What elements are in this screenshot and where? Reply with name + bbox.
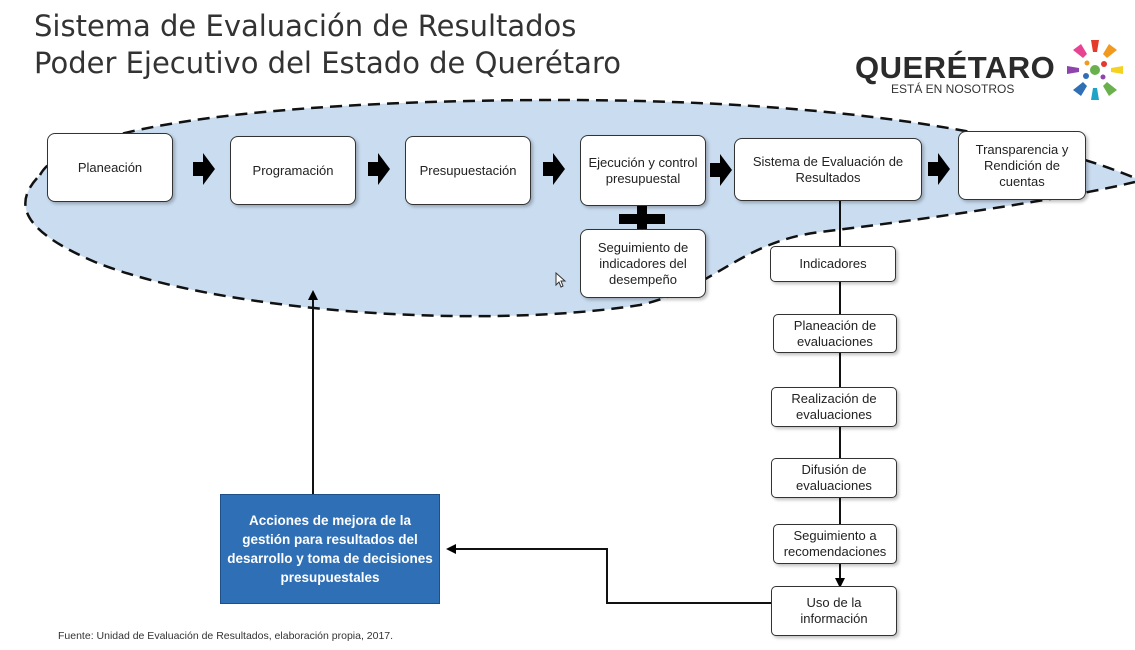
- title-line-1: Sistema de Evaluación de Resultados: [34, 9, 577, 43]
- step-planeacion: Planeación: [47, 133, 173, 202]
- step-ejecucion: Ejecución y control presupuestal: [580, 135, 706, 206]
- chain-seguimiento-recomendaciones: Seguimiento a recomendaciones: [773, 524, 897, 564]
- page-title: Sistema de Evaluación de Resultados Pode…: [34, 8, 621, 82]
- process-arrows: [193, 153, 950, 186]
- chain-planeacion-evaluaciones: Planeación de evaluaciones: [773, 314, 897, 353]
- mouse-cursor-icon: [555, 272, 567, 288]
- step-presupuestacion: Presupuestación: [405, 136, 531, 205]
- step-programacion: Programación: [230, 136, 356, 205]
- feedback-box-acciones-mejora: Acciones de mejora de la gestión para re…: [220, 494, 440, 604]
- feedback-connector: [446, 544, 771, 604]
- arrow-ejecucion-sistema: [710, 154, 732, 186]
- chain-difusion-evaluaciones: Difusión de evaluaciones: [771, 458, 897, 498]
- logo-tagline: ESTÁ EN NOSOTROS: [891, 82, 1015, 96]
- title-line-2: Poder Ejecutivo del Estado de Querétaro: [34, 46, 621, 80]
- logo-name: QUERÉTARO: [855, 50, 1056, 85]
- chain-indicadores: Indicadores: [770, 246, 896, 282]
- arrow-programacion-presupuestacion: [368, 153, 390, 185]
- source-note: Fuente: Unidad de Evaluación de Resultad…: [58, 630, 394, 642]
- step-seguimiento-indicadores: Seguimiento de indicadores del desempeño: [580, 229, 706, 298]
- arrow-planeacion-programacion: [193, 153, 215, 185]
- queretaro-logo: QUERÉTARO ESTÁ EN NOSOTROS: [855, 32, 1135, 107]
- plus-icon: [619, 205, 665, 233]
- chain-uso-informacion: Uso de la información: [771, 586, 897, 636]
- arrow-sistema-transparencia: [928, 153, 950, 185]
- step-sistema-evaluacion: Sistema de Evaluación de Resultados: [734, 138, 922, 201]
- logo-star-icon: [1067, 40, 1123, 100]
- arrow-presupuestacion-ejecucion: [543, 153, 565, 185]
- chain-realizacion-evaluaciones: Realización de evaluaciones: [771, 387, 897, 427]
- step-transparencia: Transparencia y Rendición de cuentas: [958, 131, 1086, 200]
